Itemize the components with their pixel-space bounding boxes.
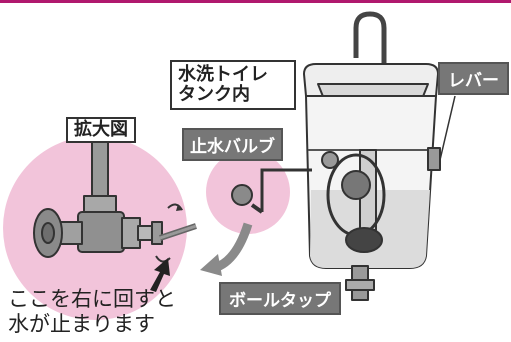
top-accent-bar xyxy=(0,0,511,3)
instruction-line1: ここを右に回すと xyxy=(8,287,176,311)
tank-inside-label-line1: 水洗トイレ xyxy=(178,64,268,85)
tank-stop-valve xyxy=(231,168,312,214)
magnified-stop-valve xyxy=(33,139,197,258)
magnified-view-label: 拡大図 xyxy=(66,117,136,143)
stop-valve-label: 止水バルブ xyxy=(182,128,283,161)
tank-inside-label: 水洗トイレ タンク内 xyxy=(170,60,296,110)
lever-leader-line xyxy=(439,95,456,161)
toilet-tank xyxy=(303,11,441,301)
rotate-arrow-bottom-icon xyxy=(155,255,171,263)
pointer-arrow-icon xyxy=(150,258,170,292)
tank-inside-label-line2: タンク内 xyxy=(178,83,250,105)
lever-label: レバー xyxy=(438,62,509,95)
ball-tap-label: ボールタップ xyxy=(219,282,341,315)
instruction-line2: 水が止まります xyxy=(8,312,155,336)
